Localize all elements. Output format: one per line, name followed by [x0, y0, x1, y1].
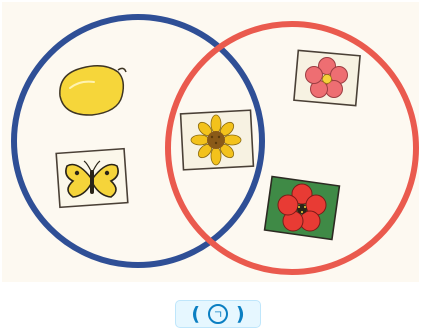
answer-label-box: ( ㄱ ) [175, 300, 261, 328]
sunflower-card [181, 110, 254, 170]
poppy-card [265, 177, 340, 240]
butterfly-card [56, 149, 128, 208]
lemon-icon [60, 66, 126, 115]
answer-marker-label: ㄱ [208, 304, 228, 324]
open-paren: ( [191, 305, 200, 324]
close-paren: ) [236, 305, 245, 324]
pink-flower-card [294, 50, 360, 105]
